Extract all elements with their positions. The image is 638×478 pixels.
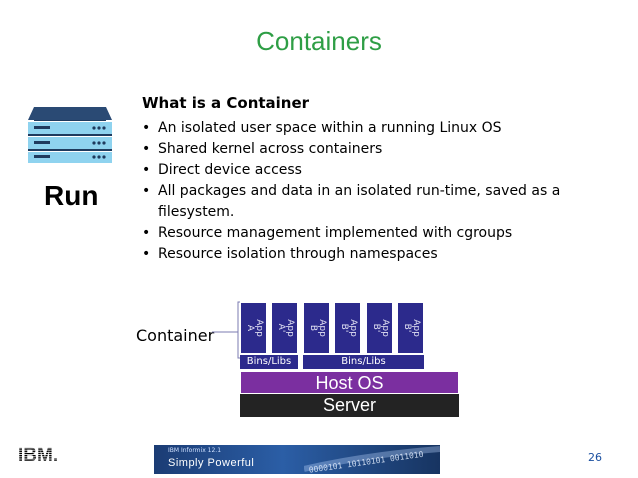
product-banner: IBM Informix 12.1 Simply Powerful 000010… bbox=[154, 445, 440, 474]
app-label: App A' bbox=[275, 319, 295, 337]
bullet-item: An isolated user space within a running … bbox=[142, 118, 582, 139]
bins-libs-left: Bins/Libs bbox=[240, 355, 298, 369]
app-block: App B bbox=[303, 302, 330, 354]
app-block: App A' bbox=[271, 302, 298, 354]
app-block: App A bbox=[240, 302, 267, 354]
section-heading: What is a Container bbox=[142, 94, 310, 112]
server-rack-icon bbox=[28, 107, 112, 163]
bullet-item: All packages and data in an isolated run… bbox=[142, 181, 582, 223]
app-block: App B' bbox=[334, 302, 361, 354]
server-layer: Server bbox=[240, 394, 459, 417]
container-bracket-line bbox=[212, 301, 240, 359]
app-block: App B' bbox=[397, 302, 424, 354]
app-label: App B' bbox=[401, 319, 421, 337]
page-number: 26 bbox=[588, 451, 602, 464]
app-label: App B' bbox=[370, 319, 390, 337]
bins-libs-right: Bins/Libs bbox=[303, 355, 424, 369]
bullet-item: Resource isolation through namespaces bbox=[142, 244, 582, 265]
bullet-item: Resource management implemented with cgr… bbox=[142, 223, 582, 244]
app-label: App A bbox=[244, 319, 264, 337]
app-label: App B' bbox=[338, 319, 358, 337]
banner-product-name: IBM Informix 12.1 bbox=[168, 447, 222, 454]
ibm-logo-text: IBM. bbox=[18, 445, 58, 464]
bullet-item: Direct device access bbox=[142, 160, 582, 181]
run-label: Run bbox=[44, 180, 99, 211]
bullet-item: Shared kernel across containers bbox=[142, 139, 582, 160]
slide-title: Containers bbox=[256, 26, 382, 56]
binary-stream-graphic: 0000101 10110101 0011010 bbox=[304, 446, 440, 474]
bullet-list: An isolated user space within a running … bbox=[142, 118, 582, 265]
app-block: App B' bbox=[366, 302, 393, 354]
host-os-layer: Host OS bbox=[240, 371, 459, 394]
ibm-logo: IBM. bbox=[18, 445, 58, 464]
container-label: Container bbox=[136, 326, 215, 345]
app-label: App B bbox=[307, 319, 327, 337]
banner-tagline: Simply Powerful bbox=[168, 457, 255, 469]
